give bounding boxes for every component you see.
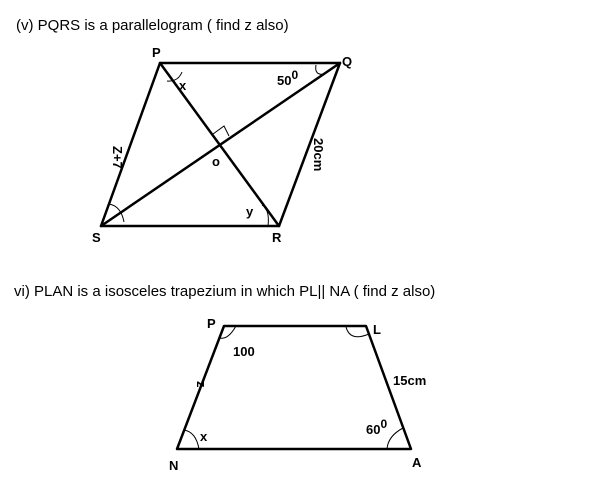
angle-arc-l <box>345 326 370 338</box>
side-label-qr: 20cm <box>311 138 326 171</box>
angle-label-a: 600 <box>366 417 387 437</box>
angle-arc-a <box>386 427 404 450</box>
side-label-ps: Z+7 <box>110 146 125 169</box>
vertex-label-n: N <box>169 458 178 473</box>
question-vi-text: vi) PLAN is a isosceles trapezium in whi… <box>14 283 436 300</box>
angle-arc-n <box>183 429 200 450</box>
angle-arc-r <box>261 204 269 227</box>
degree-mark: 0 <box>380 417 387 431</box>
angle-label-x: x <box>179 78 187 93</box>
vertex-label-p2: P <box>207 316 216 331</box>
angle-label-y: y <box>246 204 254 219</box>
parallelogram-figure: P Q S R o x y 500 Z+7 20cm <box>92 45 352 245</box>
vertex-label-s: S <box>92 230 101 245</box>
right-angle-mark <box>212 125 230 137</box>
side-label-la: 15cm <box>393 373 426 388</box>
vertex-label-l: L <box>373 322 381 337</box>
angle-label-p2: 100 <box>233 344 255 359</box>
trapezium-outline <box>175 324 413 451</box>
angle-arc-p2 <box>219 325 237 339</box>
question-v-text: (v) PQRS is a parallelogram ( find z als… <box>16 17 289 34</box>
angle-label-q: 500 <box>277 68 298 88</box>
diagonal-sq <box>99 61 342 228</box>
center-label-o: o <box>212 154 220 169</box>
trapezium-figure: P L A N 100 600 x z 15cm <box>169 316 426 473</box>
vertex-label-r: R <box>272 230 282 245</box>
angle-arc-s <box>108 203 125 223</box>
vertex-label-p: P <box>152 45 161 60</box>
degree-mark: 0 <box>291 68 298 82</box>
angle-arc-q <box>315 64 326 75</box>
side-label-pn: z <box>194 381 209 388</box>
vertex-label-a: A <box>412 455 422 470</box>
angle-label-n: x <box>200 429 208 444</box>
angle-arc-p <box>166 71 183 82</box>
vertex-label-q: Q <box>342 54 352 69</box>
